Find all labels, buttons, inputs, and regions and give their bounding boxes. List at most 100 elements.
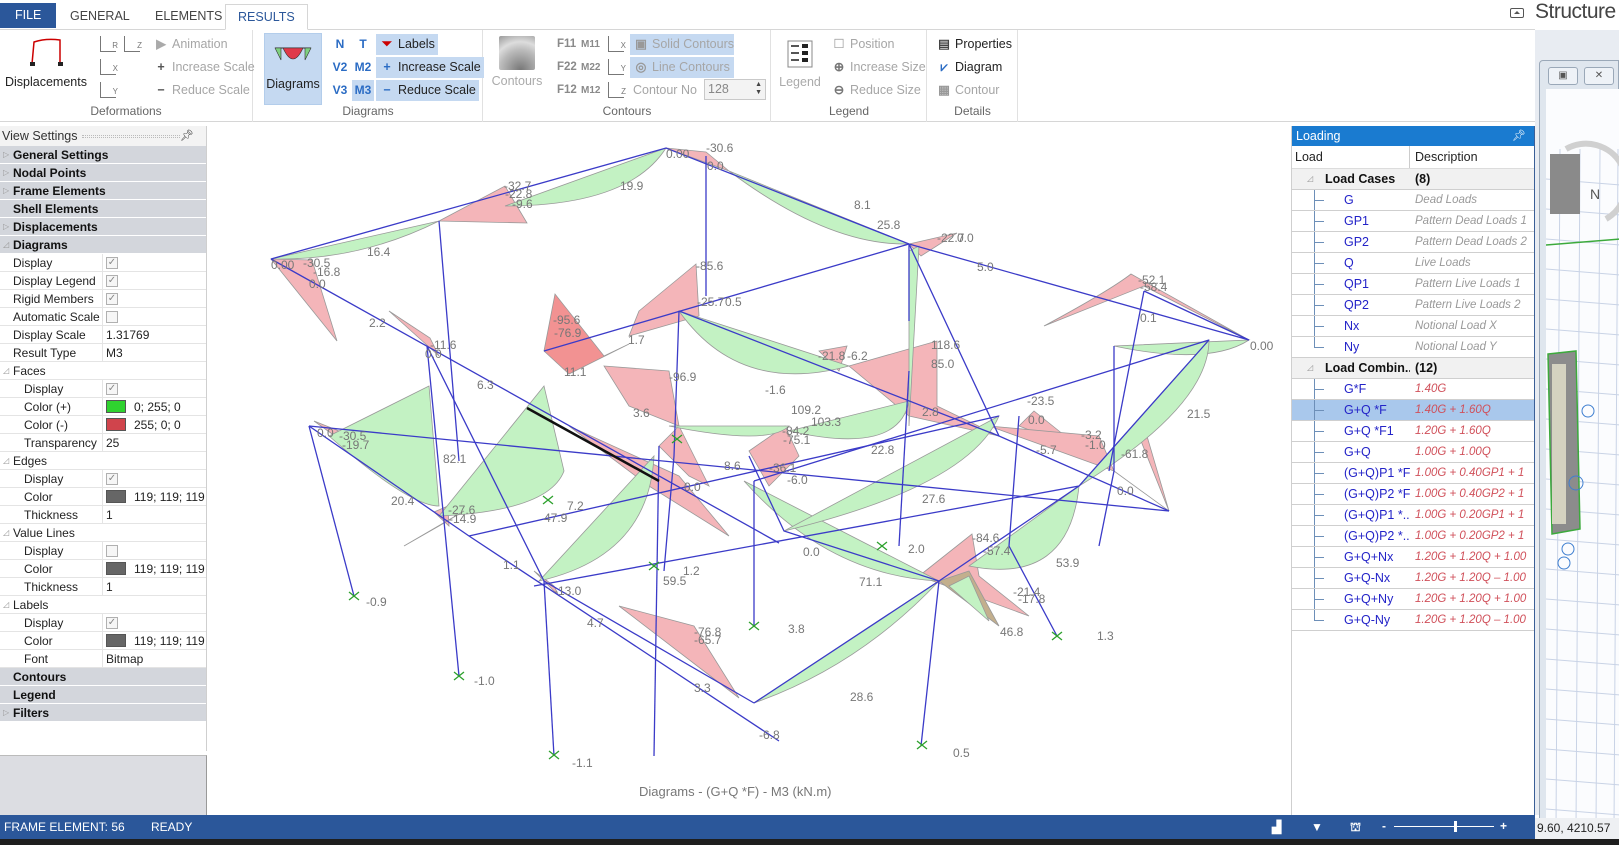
section-faces[interactable]: ◿Faces xyxy=(0,362,206,380)
value-lines-color-field[interactable]: 119; 119; 119 xyxy=(103,560,206,577)
edges-thickness-field[interactable]: 1 xyxy=(106,507,113,522)
details-diagram-button[interactable]: ⩗Diagram xyxy=(933,57,1005,78)
display-scale-field[interactable]: 1.31769 xyxy=(106,327,150,342)
contour-no-stepper[interactable]: 128▲▼ xyxy=(704,79,766,100)
result-v2-button[interactable]: V2 xyxy=(332,60,348,74)
zoom-slider[interactable] xyxy=(1394,821,1494,832)
deform-axis-z-icon[interactable]: Z xyxy=(124,36,142,52)
animation-button[interactable]: ▶Animation xyxy=(150,34,231,55)
contours-button[interactable]: Contours xyxy=(490,34,544,88)
category-contours[interactable]: Contours xyxy=(0,668,206,686)
details-contour-button[interactable]: ▦Contour xyxy=(933,80,1002,101)
contour-axis-x-icon[interactable]: X xyxy=(608,36,626,52)
close-icon[interactable]: ✕ xyxy=(1584,67,1614,85)
filter-icon[interactable]: ▼ xyxy=(1311,820,1323,834)
legend-increase-size-button[interactable]: ⊕Increase Size xyxy=(828,57,929,78)
legend-reduce-size-button[interactable]: ⊖Reduce Size xyxy=(828,80,924,101)
rigid-members-checkbox[interactable]: ✓ xyxy=(106,292,118,305)
contour-m22-button[interactable]: M22 xyxy=(581,62,601,73)
value-lines-display-checkbox[interactable] xyxy=(106,544,118,557)
category-displacements[interactable]: ▷Displacements xyxy=(0,218,206,236)
section-labels[interactable]: ◿Labels xyxy=(0,596,206,614)
tab-file[interactable]: FILE xyxy=(0,3,57,28)
contour-axis-y-icon[interactable]: Y xyxy=(608,59,626,75)
value-lines-thickness-field[interactable]: 1 xyxy=(106,579,113,594)
automatic-scale-checkbox[interactable] xyxy=(106,310,118,323)
secondary-3d-view[interactable]: N xyxy=(1546,89,1619,829)
labels-button[interactable]: ⏷Labels xyxy=(376,34,438,55)
contour-m12-button[interactable]: M12 xyxy=(581,85,601,96)
load-combination-row[interactable]: (G+Q)P2 *...1.00G + 0.20GP2 + 1 xyxy=(1292,526,1534,547)
group-load-cases[interactable]: ◿Load Cases(8) xyxy=(1292,169,1534,190)
legend-position-button[interactable]: ☐Position xyxy=(828,34,897,55)
deform-axis-r-icon[interactable]: R xyxy=(100,36,118,52)
category-general-settings[interactable]: ▷General Settings xyxy=(0,146,206,164)
zoom-slider-thumb[interactable] xyxy=(1454,821,1457,832)
deform-increase-scale-button[interactable]: +Increase Scale xyxy=(150,57,258,78)
labels-color-field[interactable]: 119; 119; 119 xyxy=(103,632,206,649)
category-shell-elements[interactable]: Shell Elements xyxy=(0,200,206,218)
contour-m11-button[interactable]: M11 xyxy=(581,39,600,50)
category-diagrams[interactable]: ◿Diagrams xyxy=(0,236,206,254)
diagrams-button[interactable]: Diagrams xyxy=(264,33,322,105)
contour-f22-button[interactable]: F22 xyxy=(557,61,577,73)
result-n-button[interactable]: N xyxy=(335,37,345,51)
result-m2-button[interactable]: M2 xyxy=(354,60,372,74)
deform-axis-y-icon[interactable]: Y xyxy=(100,82,118,98)
contour-f12-button[interactable]: F12 xyxy=(557,84,577,96)
deform-axis-x-icon[interactable]: X xyxy=(100,59,118,75)
load-combination-row[interactable]: (G+Q)P1 *...1.00G + 0.20GP1 + 1 xyxy=(1292,505,1534,526)
solid-contours-button[interactable]: ▣Solid Contours xyxy=(630,34,734,55)
result-v3-button[interactable]: V3 xyxy=(332,83,348,97)
diagram-increase-scale-button[interactable]: +Increase Scale xyxy=(376,57,484,78)
collapse-ribbon-icon[interactable] xyxy=(1510,8,1524,18)
category-legend[interactable]: Legend xyxy=(0,686,206,704)
pin-icon[interactable]: 📌︎ xyxy=(180,130,194,142)
column-header-load[interactable]: Load xyxy=(1292,146,1410,168)
displacements-button[interactable]: Displacements xyxy=(4,34,88,89)
diagram-reduce-scale-button[interactable]: −Reduce Scale xyxy=(376,80,479,101)
category-frame-elements[interactable]: ▷Frame Elements xyxy=(0,182,206,200)
maximize-icon[interactable]: ▣ xyxy=(1548,67,1578,85)
deform-reduce-scale-button[interactable]: −Reduce Scale xyxy=(150,80,253,101)
pin-icon[interactable]: 📌︎ xyxy=(1512,130,1526,142)
edges-color-field[interactable]: 119; 119; 119 xyxy=(103,488,206,505)
section-value-lines[interactable]: ◿Value Lines xyxy=(0,524,206,542)
category-nodal-points[interactable]: ▷Nodal Points xyxy=(0,164,206,182)
zoom-out-button[interactable]: - xyxy=(1382,819,1386,833)
category-filters[interactable]: ▷Filters xyxy=(0,704,206,722)
transparency-field[interactable]: 25 xyxy=(106,435,120,450)
color-positive-field[interactable]: 0; 255; 0 xyxy=(103,398,206,415)
labels-display-checkbox[interactable]: ✓ xyxy=(106,616,118,629)
binoculars-icon[interactable]: ⛫ xyxy=(1350,820,1362,834)
color-negative-field[interactable]: 255; 0; 0 xyxy=(103,416,206,433)
group-load-combinations[interactable]: ◿Load Combin...(12) xyxy=(1292,358,1534,379)
display-legend-checkbox[interactable]: ✓ xyxy=(106,274,118,287)
result-type-field[interactable]: M3 xyxy=(106,345,123,360)
diagram-display-checkbox[interactable]: ✓ xyxy=(106,256,118,269)
drag-grip[interactable] xyxy=(82,135,180,138)
faces-display-checkbox[interactable]: ✓ xyxy=(106,382,118,395)
labels-font-field[interactable]: Bitmap xyxy=(106,651,144,666)
result-t-button[interactable]: T xyxy=(359,37,367,51)
properties-button[interactable]: ▤Properties xyxy=(933,34,1015,55)
snap-icon[interactable]: ▟ xyxy=(1272,820,1282,834)
tab-results[interactable]: RESULTS xyxy=(225,4,308,30)
